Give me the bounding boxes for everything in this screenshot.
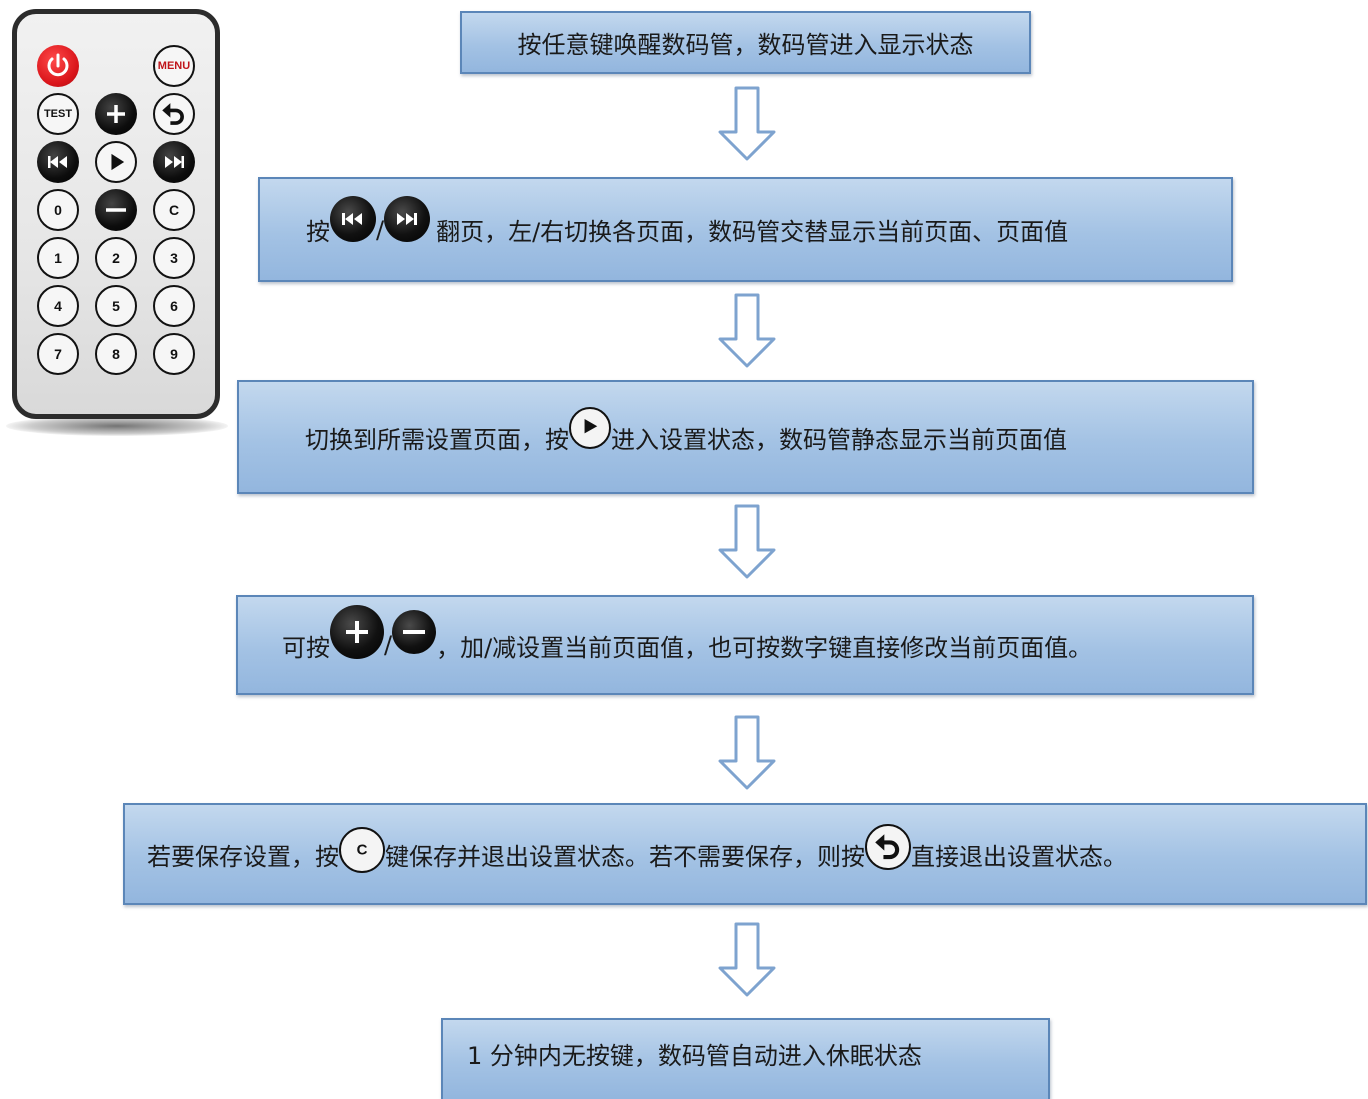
plus-icon xyxy=(330,605,384,659)
step-2-description: 翻页，左/右切换各页面，数码管交替显示当前页面、页面值 xyxy=(436,218,1069,246)
digit-9-button: 9 xyxy=(153,333,195,375)
digit-2-button: 2 xyxy=(95,237,137,279)
step-5-box: 若要保存设置，按 C 键保存并退出设置状态。若不需要保存，则按 直接退出设置状态… xyxy=(123,803,1367,905)
next-page-icon xyxy=(384,195,431,242)
step-5-pre-text: 若要保存设置，按 xyxy=(147,842,339,871)
step-3-box: 切换到所需设置页面，按 进入设置状态，数码管静态显示当前页面值 xyxy=(237,380,1254,494)
step-6-box: 1 分钟内无按键，数码管自动进入休眠状态 xyxy=(441,1018,1050,1099)
c-key-label: C xyxy=(356,841,368,859)
down-arrow-icon xyxy=(718,922,776,997)
next-button-icon xyxy=(153,141,195,183)
down-arrow-icon xyxy=(718,293,776,368)
previous-button-icon xyxy=(37,141,79,183)
remote-shadow xyxy=(6,416,228,436)
play-icon xyxy=(569,407,611,449)
step-1-box: 按任意键唤醒数码管，数码管进入显示状态 xyxy=(460,11,1031,74)
c-button: C xyxy=(153,189,195,231)
digit-5-button: 5 xyxy=(95,285,137,327)
digit-3-button: 3 xyxy=(153,237,195,279)
digit-6-button: 6 xyxy=(153,285,195,327)
down-arrow-icon xyxy=(718,86,776,161)
step-3-pre-text: 切换到所需设置页面，按 xyxy=(305,425,569,454)
plus-button-icon xyxy=(95,93,137,135)
digit-7-button: 7 xyxy=(37,333,79,375)
previous-page-icon xyxy=(330,195,376,242)
digit-8-button: 8 xyxy=(95,333,137,375)
step-5-mid-text: 键保存并退出设置状态。若不需要保存，则按 xyxy=(385,842,865,871)
power-button-icon xyxy=(37,45,79,87)
play-button-icon xyxy=(95,141,137,183)
step-2-press-text: 按 xyxy=(306,218,330,246)
digit-4-button: 4 xyxy=(37,285,79,327)
step-1-text: 按任意键唤醒数码管，数码管进入显示状态 xyxy=(517,31,974,59)
down-arrow-icon xyxy=(718,504,776,579)
step-4-slash: / xyxy=(384,631,393,659)
step-4-post-text: ，加/减设置当前页面值，也可按数字键直接修改当前页面值。 xyxy=(436,633,1093,662)
step-2-box: 按 / 翻页，左/右切换各页面，数码管交替显示当前页面、页面值 xyxy=(258,177,1233,282)
return-button-icon xyxy=(153,93,195,135)
minus-button-icon xyxy=(95,189,137,231)
return-arrow-icon xyxy=(865,824,911,870)
menu-button: MENU xyxy=(153,45,195,87)
step-4-pre-text: 可按 xyxy=(282,633,330,662)
step-6-text: 1 分钟内无按键，数码管自动进入休眠状态 xyxy=(467,1042,922,1070)
down-arrow-icon xyxy=(718,715,776,790)
digit-0-button: 0 xyxy=(37,189,79,231)
c-key-icon: C xyxy=(339,827,385,873)
step-4-box: 可按 / ，加/减设置当前页面值，也可按数字键直接修改当前页面值。 xyxy=(236,595,1254,695)
test-button: TEST xyxy=(37,93,79,135)
step-5-post-text: 直接退出设置状态。 xyxy=(911,842,1127,871)
step-2-slash: / xyxy=(376,215,385,244)
minus-icon xyxy=(392,610,437,654)
remote-control-image: MENU TEST 0 C 1 2 3 4 5 6 7 8 9 xyxy=(0,0,236,440)
step-3-post-text: 进入设置状态，数码管静态显示当前页面值 xyxy=(611,425,1067,454)
digit-1-button: 1 xyxy=(37,237,79,279)
